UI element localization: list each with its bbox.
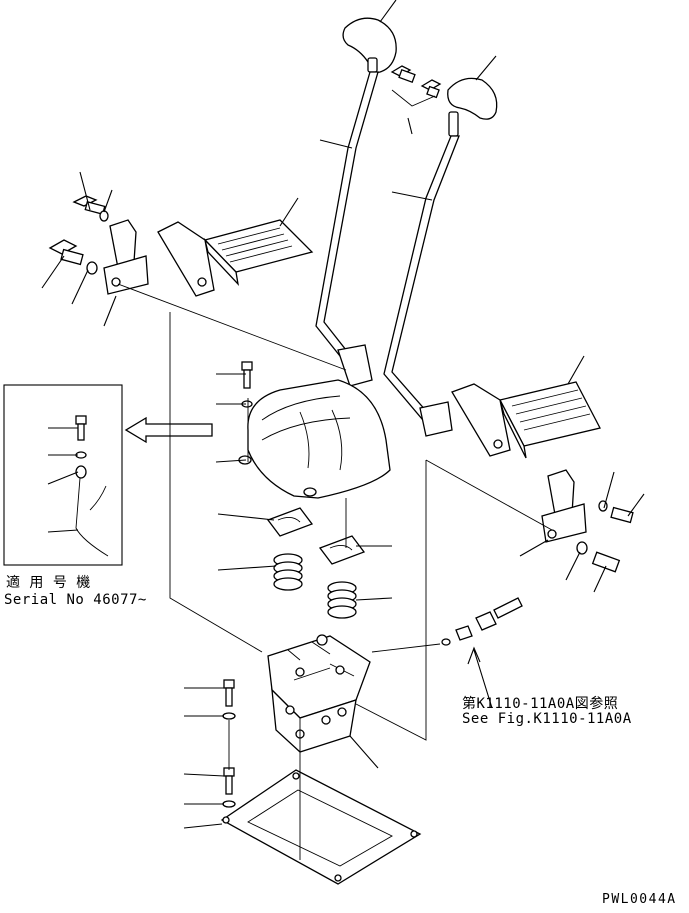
left-pedal-bracket <box>48 195 149 295</box>
serial-note-line1: 適 用 号 機 <box>6 575 91 591</box>
inset-arrow <box>124 416 213 444</box>
right-pedal <box>451 381 601 459</box>
reference-arrow <box>467 646 493 709</box>
pilot-valve <box>267 634 371 753</box>
leader-lines <box>41 0 645 829</box>
left-lever-rod <box>315 71 379 387</box>
right-lever-knob <box>447 77 498 137</box>
gasket-plate <box>220 769 422 885</box>
reference-note-line1: 第K1110-11A0A図参照 <box>462 696 619 712</box>
serial-note-line2: Serial No 46077~ <box>4 592 147 608</box>
spring-seat-left <box>266 507 314 537</box>
valve-cover <box>238 379 391 499</box>
spring-right <box>327 581 357 619</box>
assembly-lines <box>117 283 553 860</box>
spring-left <box>273 553 303 591</box>
left-pedal <box>157 219 314 297</box>
drawing-code: PWL0044A <box>602 892 677 907</box>
cover-bolt <box>241 361 253 408</box>
valve-bolt <box>222 679 236 720</box>
spring-seat-right <box>318 535 366 565</box>
reference-note-line2: See Fig.K1110-11A0A <box>462 711 632 727</box>
left-lever-knob <box>342 17 397 73</box>
inset-detail <box>3 384 123 566</box>
right-pedal-bracket <box>541 469 634 573</box>
lever-bolt-pair <box>390 65 442 107</box>
plate-bolt <box>222 767 236 808</box>
right-lever-rod <box>383 135 460 437</box>
hose-fitting <box>441 597 523 646</box>
